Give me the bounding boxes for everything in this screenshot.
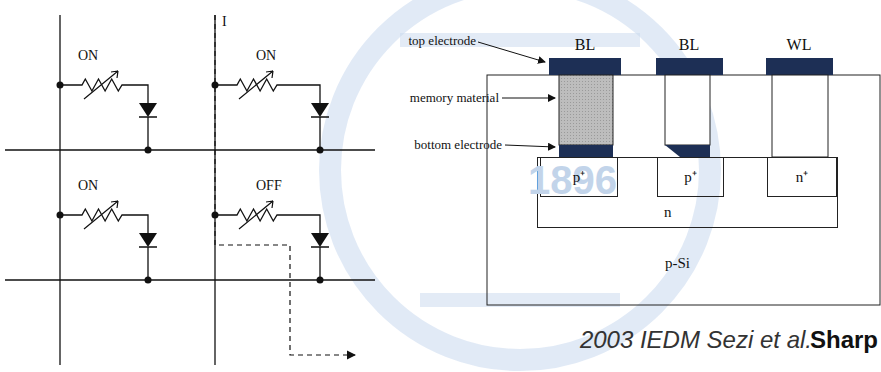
variable-arrow (239, 201, 273, 229)
wl-contact (766, 58, 833, 75)
memory-material (665, 75, 710, 145)
top-electrode (656, 58, 723, 75)
diode-symbol (139, 103, 157, 117)
region-label: n⁺ (796, 169, 809, 186)
region-label: p⁺ (573, 169, 586, 186)
memory-cells (57, 71, 330, 284)
variable-arrow (84, 201, 118, 229)
diode-symbol (139, 233, 157, 247)
bottom-electrode (559, 145, 613, 157)
contact-plug (772, 75, 828, 157)
diode-wire (139, 117, 157, 150)
resistor-symbol (215, 79, 320, 103)
diode-symbol (311, 233, 329, 247)
top-electrode (549, 58, 621, 75)
state-label: ON (78, 48, 98, 63)
current-path (215, 15, 355, 355)
device-frame (487, 75, 880, 305)
citation-caption: 2003 IEDM Sezi et al. (580, 327, 812, 353)
region-label: p-Si (665, 255, 690, 272)
bitline-label: BL (575, 36, 595, 54)
resistor-symbol (215, 209, 320, 233)
diffusion-region: n⁺ (767, 157, 837, 197)
part-label: top electrode (409, 34, 477, 48)
part-label: memory material (410, 91, 499, 105)
diode-wire (311, 247, 329, 280)
state-label: OFF (256, 178, 282, 193)
bitline-label: BL (679, 36, 699, 54)
watermark: 1896 (528, 158, 617, 202)
diode-wire (311, 117, 329, 150)
state-label: ON (256, 48, 276, 63)
variable-arrow (239, 71, 273, 99)
region-label: n (664, 204, 672, 221)
diffusion-region: p⁺ (657, 157, 724, 197)
memory-material (559, 75, 613, 145)
variable-arrow (84, 71, 118, 99)
diode-wire (139, 247, 157, 280)
part-label: bottom electrode (414, 138, 502, 152)
state-label: ON (78, 178, 98, 193)
crossbar-wires (5, 15, 375, 365)
region-label: p⁺ (684, 169, 697, 186)
wordline-label: WL (787, 36, 812, 54)
diode-symbol (311, 103, 329, 117)
current-label: I (222, 14, 227, 29)
bottom-electrode (665, 145, 710, 157)
company-name: Sharp (810, 327, 878, 353)
